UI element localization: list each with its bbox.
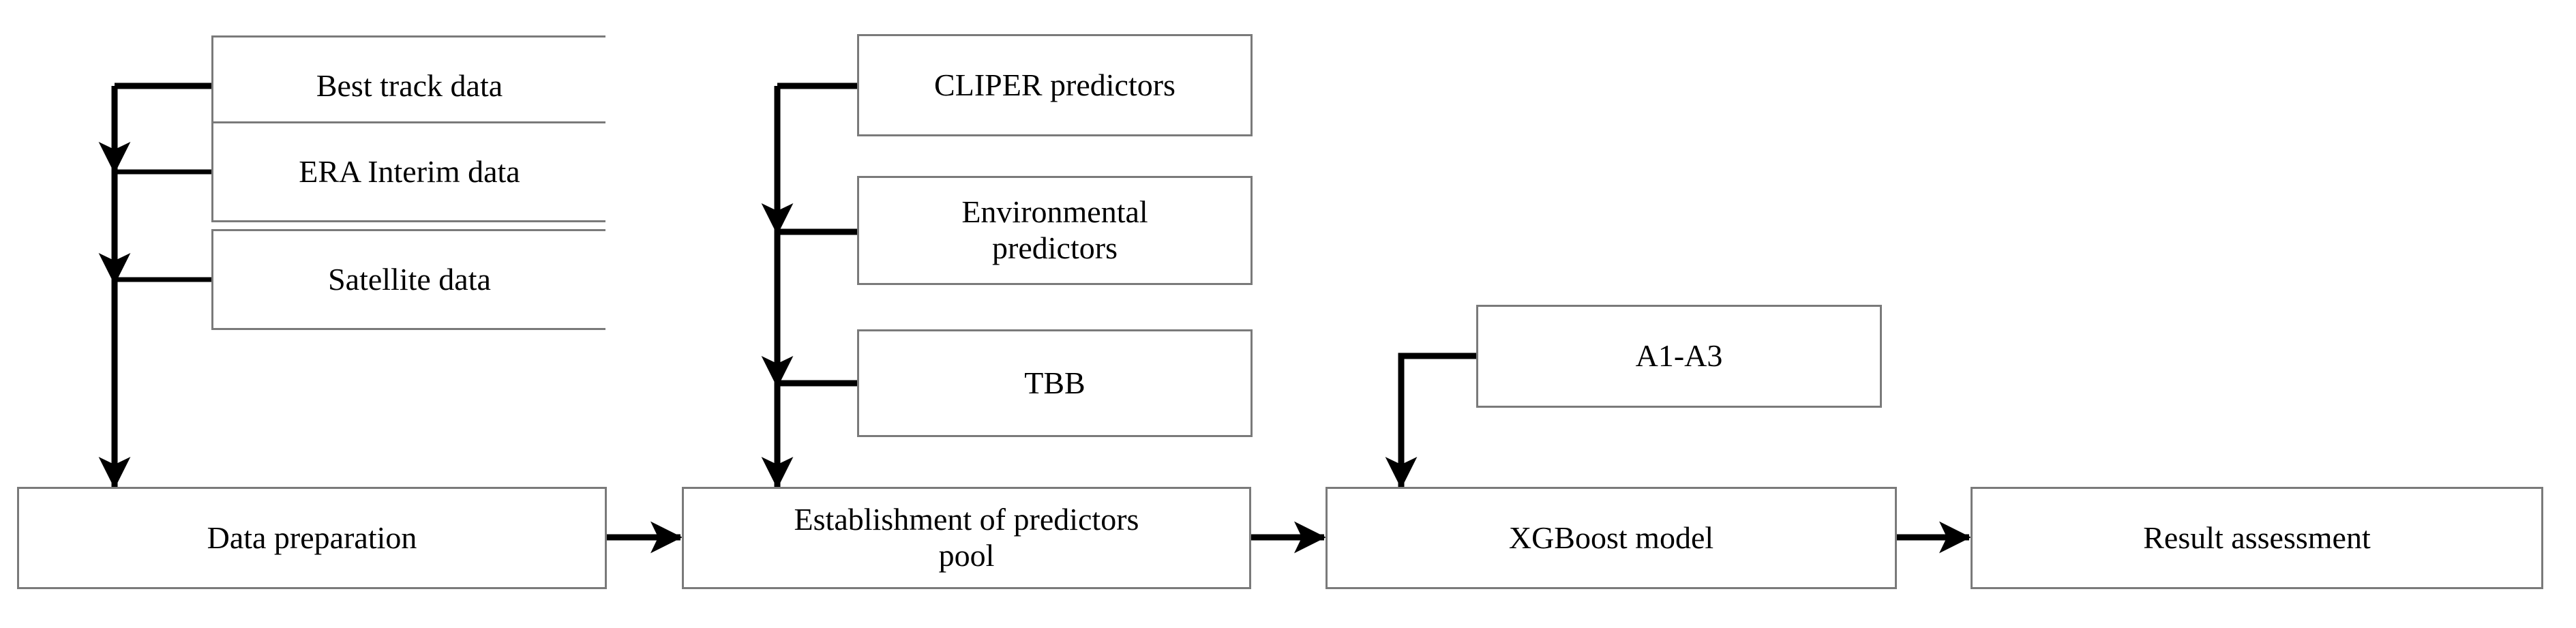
node-best-track-data[interactable]: Best track data [211,35,605,136]
node-tbb[interactable]: TBB [857,329,1253,437]
node-satellite-data-label: Satellite data [328,261,491,297]
node-cliper-predictors-label: CLIPER predictors [934,67,1175,102]
node-xgboost-model[interactable]: XGBoost model [1326,487,1897,589]
middle-group-connectors [761,83,857,489]
node-result-assessment[interactable]: Result assessment [1971,487,2543,589]
node-best-track-data-label: Best track data [316,68,503,103]
node-data-preparation[interactable]: Data preparation [17,487,607,589]
node-result-assessment-label: Result assessment [2143,520,2371,555]
node-a1-a3-label: A1-A3 [1635,338,1723,374]
a1a3-connector [1385,353,1476,489]
node-era-interim-data[interactable]: ERA Interim data [211,121,605,222]
node-environmental-predictors[interactable]: Environmental predictors [857,176,1253,285]
left-group-connectors [98,83,211,489]
node-era-interim-data-label: ERA Interim data [299,153,520,189]
node-data-preparation-label: Data preparation [207,520,417,555]
node-cliper-predictors[interactable]: CLIPER predictors [857,34,1253,136]
edge-a1a3-to-xgboost [1385,353,1476,489]
node-environmental-predictors-label: Environmental predictors [961,194,1148,265]
node-tbb-label: TBB [1024,365,1085,400]
node-xgboost-model-label: XGBoost model [1508,520,1714,555]
node-establishment-of-predictors-pool-label: Establishment of predictors pool [794,502,1139,573]
node-a1-a3[interactable]: A1-A3 [1476,305,1882,408]
node-establishment-of-predictors-pool[interactable]: Establishment of predictors pool [682,487,1251,589]
node-satellite-data[interactable]: Satellite data [211,229,605,330]
